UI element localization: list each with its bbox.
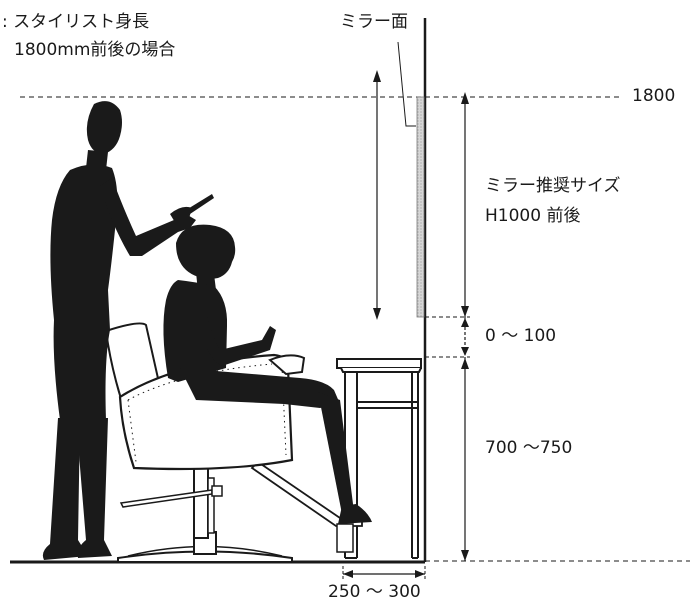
caption-line-2: 1800mm前後の場合 <box>14 40 176 60</box>
mirror-leader-line <box>397 41 416 127</box>
stylist-silhouette <box>42 101 214 560</box>
caption-line-1: : スタイリスト身長 <box>2 12 150 32</box>
eye-range-arrow <box>373 70 381 320</box>
mirror-size-title: ミラー推奨サイズ <box>485 176 621 196</box>
counter-table <box>336 358 422 559</box>
mirror-size-value: H1000 前後 <box>485 206 581 226</box>
counter-height-dimension <box>461 357 469 561</box>
mirror-panel <box>416 96 425 318</box>
counter-height-label: 700 ～750 <box>485 438 573 458</box>
seated-customer-silhouette <box>163 224 372 524</box>
chair-base <box>117 460 363 563</box>
gap-range-label: 0 ～ 100 <box>485 326 557 346</box>
depth-range-label: 250 ～ 300 <box>328 582 421 602</box>
height-1800-label: 1800 <box>632 86 676 106</box>
mirror-label: ミラー面 <box>340 12 408 32</box>
mirror-height-dimension <box>461 92 469 317</box>
gap-dimension <box>461 317 469 357</box>
depth-dimension <box>342 566 426 580</box>
